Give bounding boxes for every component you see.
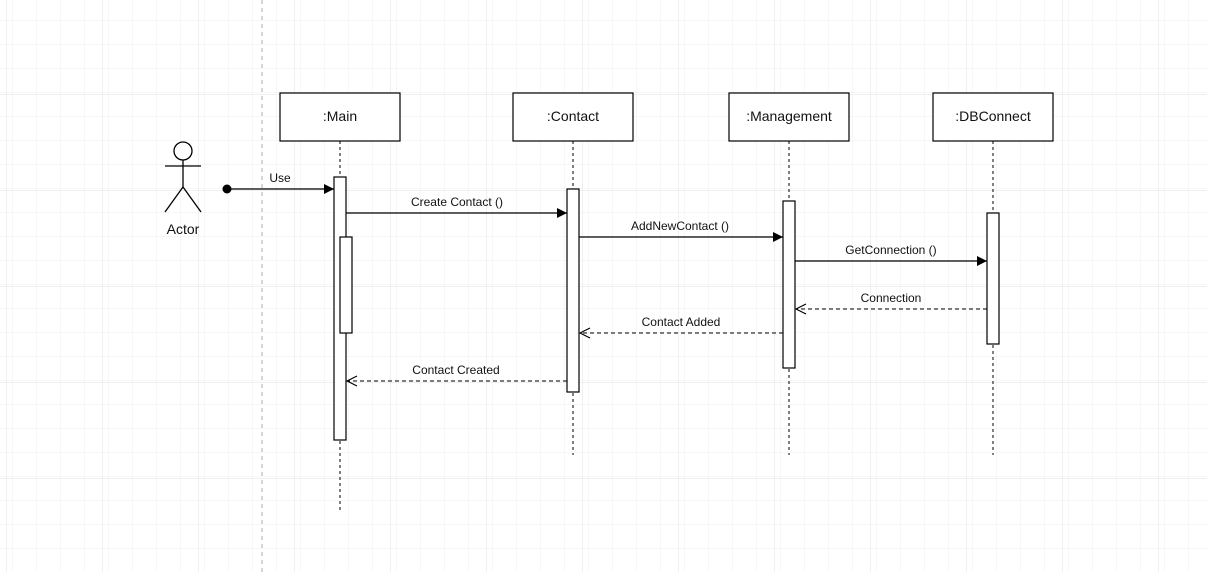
message-contact-added-return-label: Contact Added <box>642 315 721 329</box>
lifeline-management-head[interactable] <box>728 92 850 142</box>
message-connection-return-label: Connection <box>861 291 922 305</box>
actor[interactable]: Actor <box>164 141 202 237</box>
message-add-new-contact[interactable]: AddNewContact () <box>579 219 783 242</box>
lifeline-main[interactable]: :Main <box>279 92 401 512</box>
message-use-label: Use <box>269 171 291 185</box>
lifeline-dbconnect-label: :DBConnect <box>955 108 1031 124</box>
lifeline-main-label: :Main <box>323 108 357 124</box>
message-create-contact-label: Create Contact () <box>411 195 503 209</box>
actor-right-leg <box>182 186 202 213</box>
lifeline-main-head[interactable] <box>279 92 401 142</box>
actor-label: Actor <box>167 221 200 237</box>
lifeline-contact-label: :Contact <box>547 108 599 124</box>
lifeline-management[interactable]: :Management <box>728 92 850 455</box>
message-add-new-contact-label: AddNewContact () <box>631 219 729 233</box>
lifeline-contact[interactable]: :Contact <box>512 92 634 455</box>
activation-contact[interactable] <box>566 188 580 393</box>
actor-head <box>173 141 193 161</box>
lifeline-dbconnect-head[interactable] <box>932 92 1054 142</box>
activation-management[interactable] <box>782 200 796 369</box>
actor-left-leg <box>164 186 184 213</box>
message-contact-created-return[interactable]: Contact Created <box>347 363 567 381</box>
lifeline-dbconnect[interactable]: :DBConnect <box>932 92 1054 455</box>
message-contact-added-return[interactable]: Contact Added <box>580 315 783 333</box>
message-use[interactable]: Use <box>222 171 335 194</box>
message-contact-created-return-label: Contact Created <box>412 363 499 377</box>
lifeline-contact-head[interactable] <box>512 92 634 142</box>
message-connection-return[interactable]: Connection <box>796 291 987 309</box>
activation-dbconnect[interactable] <box>986 212 1000 345</box>
message-get-connection[interactable]: GetConnection () <box>795 243 987 266</box>
message-get-connection-label: GetConnection () <box>845 243 936 257</box>
activation-main-nested[interactable] <box>339 236 353 334</box>
message-create-contact[interactable]: Create Contact () <box>346 195 567 218</box>
lifeline-management-label: :Management <box>746 108 832 124</box>
